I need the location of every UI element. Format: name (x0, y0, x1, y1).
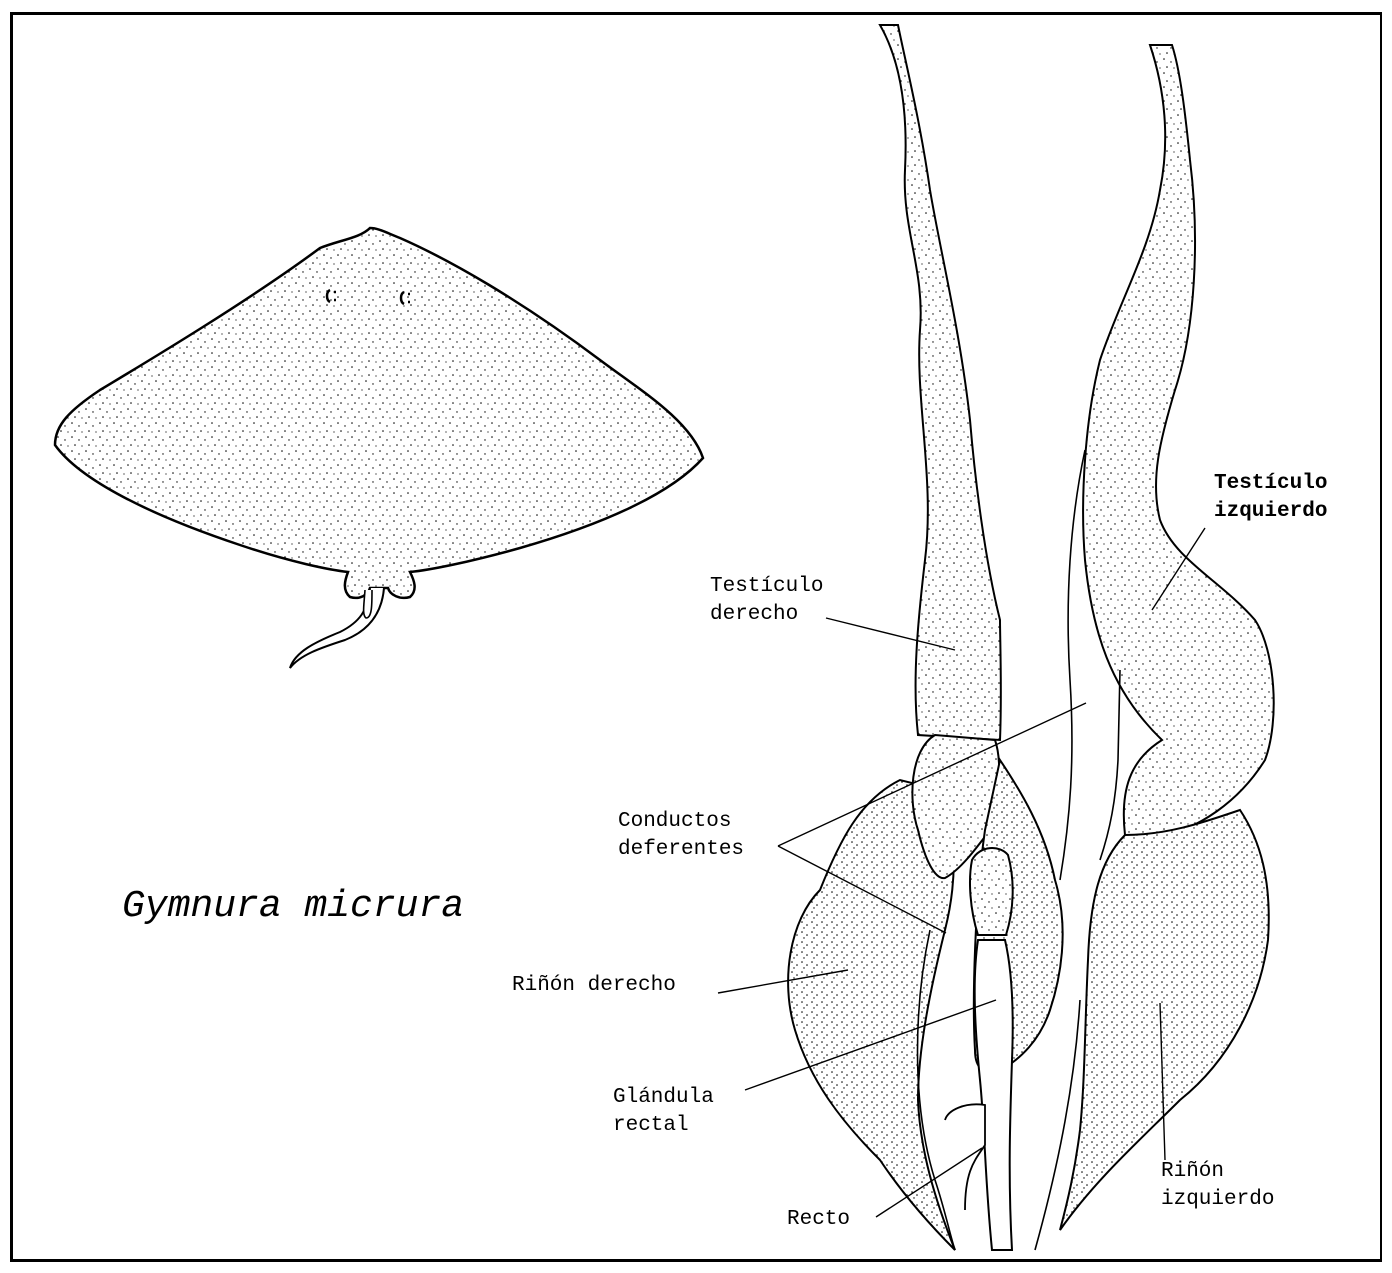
label-rinon-izquierdo-line1: Riñón (1161, 1160, 1224, 1183)
label-conductos-deferentes: Conductos deferentes (618, 808, 744, 864)
label-rinon-izquierdo: Riñón izquierdo (1161, 1158, 1274, 1214)
left-testis-column (1083, 45, 1274, 840)
label-rinon-izquierdo-line2: izquierdo (1161, 1188, 1274, 1211)
rectal-gland-tip (945, 1104, 985, 1210)
label-glandula-rectal-line1: Glándula (613, 1086, 714, 1109)
label-testiculo-derecho-line1: Testículo (710, 575, 823, 598)
species-name: Gymnura micrura (122, 885, 464, 928)
ray-clasper-left (364, 590, 372, 618)
anatomy-illustration (788, 25, 1274, 1250)
label-rinon-derecho: Riñón derecho (512, 972, 676, 1000)
label-recto: Recto (787, 1206, 850, 1234)
label-conductos-deferentes-line1: Conductos (618, 810, 731, 833)
rectum-upper (970, 848, 1013, 935)
label-recto-line1: Recto (787, 1208, 850, 1231)
vas-deferens-right-line (1060, 450, 1085, 880)
label-glandula-rectal-line2: rectal (613, 1114, 689, 1137)
label-testiculo-izquierdo-line2: izquierdo (1214, 500, 1327, 523)
rectum (975, 940, 1013, 1250)
label-testiculo-derecho: Testículo derecho (710, 573, 823, 629)
label-testiculo-izquierdo: Testículo izquierdo (1214, 470, 1327, 526)
ray-body (55, 228, 703, 598)
label-rinon-derecho-line1: Riñón derecho (512, 974, 676, 997)
ray-illustration (55, 228, 703, 668)
label-conductos-deferentes-line2: deferentes (618, 838, 744, 861)
label-testiculo-izquierdo-line1: Testículo (1214, 472, 1327, 495)
label-testiculo-derecho-line2: derecho (710, 603, 798, 626)
vas-deferens-left-line (1100, 670, 1120, 860)
label-glandula-rectal: Glándula rectal (613, 1084, 714, 1140)
right-testis-column (880, 25, 1001, 740)
